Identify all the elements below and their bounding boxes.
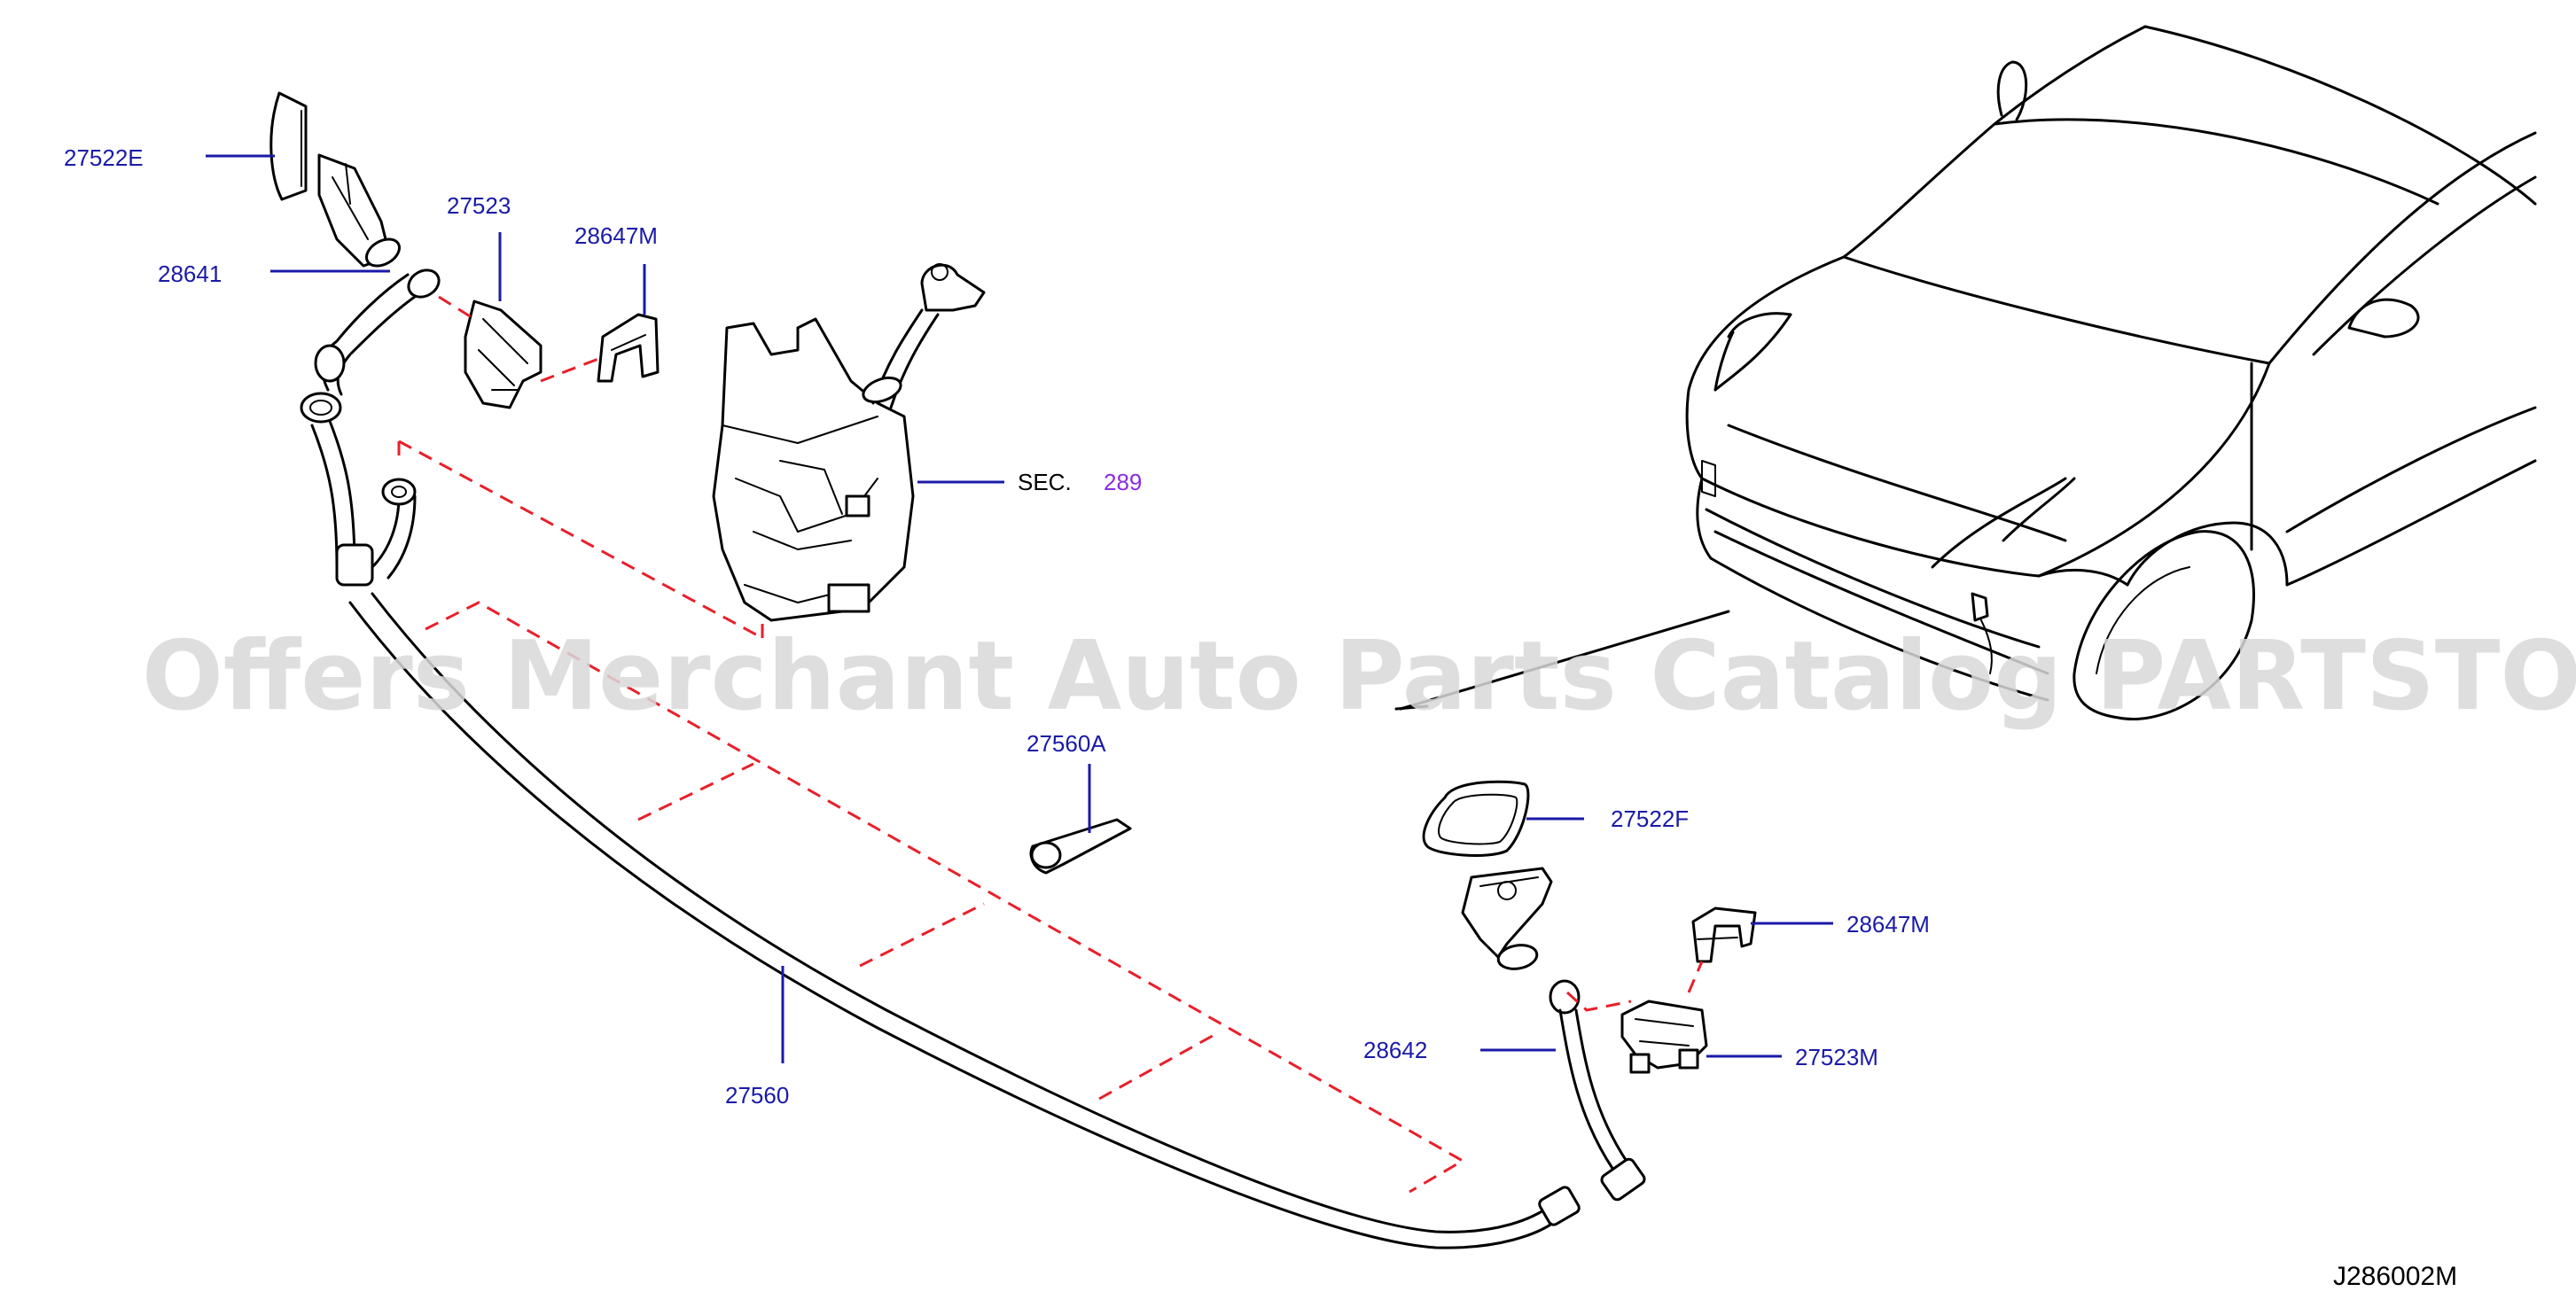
label-28642[interactable]: 28642 — [1363, 1037, 1427, 1063]
label-sec-289[interactable]: 289 — [1104, 469, 1142, 495]
car-outline — [1394, 25, 2537, 720]
dashed-connectors — [438, 295, 1704, 1012]
washer-tank — [712, 263, 986, 622]
nozzle-28642 — [1461, 867, 1646, 1202]
hose-27560 — [300, 392, 1581, 1249]
label-27523M[interactable]: 27523M — [1795, 1044, 1878, 1070]
label-sec: SEC. — [1018, 469, 1072, 495]
label-28647M-top[interactable]: 28647M — [574, 222, 658, 249]
label-27523[interactable]: 27523 — [447, 192, 511, 219]
label-27560A[interactable]: 27560A — [1026, 730, 1106, 757]
nozzle-cap-27522F — [1422, 780, 1530, 857]
label-27560[interactable]: 27560 — [725, 1082, 789, 1109]
bracket-27523 — [464, 300, 543, 409]
leader-lines — [206, 154, 1833, 1063]
label-28647M-right[interactable]: 28647M — [1846, 911, 1930, 938]
clip-28647M-right — [1691, 906, 1757, 963]
diagram-id: J286002M — [2333, 1262, 2457, 1291]
clip-27560A — [1029, 818, 1132, 875]
watermark-text: Offers Merchant Auto Parts Catalog PARTS… — [142, 621, 2576, 732]
nozzle-28641 — [317, 153, 401, 268]
nozzle-cap-27522E — [269, 91, 308, 201]
bracket-27523M — [1620, 1000, 1708, 1074]
label-27522F[interactable]: 27522F — [1611, 805, 1689, 832]
clip-28647M-top — [597, 313, 660, 383]
label-27522E[interactable]: 27522E — [64, 144, 144, 171]
dashed-guide-box — [397, 440, 1466, 1194]
hose-28641 — [314, 268, 441, 396]
label-28641[interactable]: 28641 — [158, 261, 222, 287]
